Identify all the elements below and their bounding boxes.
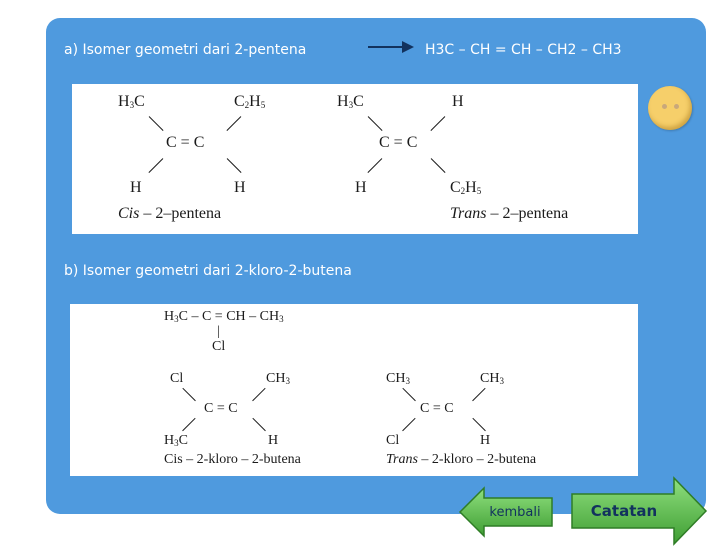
cis-double-bond: C = C [166,134,205,151]
trans-top-right: H [452,93,464,110]
cis-bond [148,116,164,132]
cis-b-top-left: Cl [170,371,184,386]
cis-bottom-right: H [234,179,246,196]
kembali-button[interactable]: kembali [458,486,554,538]
formula-2-pentena: H3C – CH = CH – CH2 – CH3 [425,42,622,58]
cis-bottom-left: H [130,179,142,196]
trans-bond [367,158,383,174]
image-butena-isomers: H3C – C = CH – CH3 | Cl Cl CH3 C = C H3C… [70,304,638,476]
cis-b-bottom-right: H [268,433,279,448]
trans-b-top-left: CH3 [386,371,410,386]
trans-b-bond [472,417,486,432]
cis-b-bond [182,387,196,402]
trans-b-bottom-left: Cl [386,433,400,448]
cis-b-double-bond: C = C [204,401,238,416]
cis-b-top-right: CH3 [266,371,290,386]
trans-double-bond: C = C [379,134,418,151]
trans-bottom-right: C2H5 [450,179,482,196]
trans-b-bond [402,387,416,402]
cis-bond [148,158,164,174]
heading-b: b) Isomer geometri dari 2-kloro-2-butena [64,263,352,279]
trans-bottom-left: H [355,179,367,196]
left-arrow-button-shape [458,486,553,538]
cis-b-bond [182,417,196,432]
right-arrow-button-shape [571,476,708,546]
structural-substituent: Cl [212,339,226,354]
cis-top-left: H3C [118,93,145,110]
trans-name: Trans – 2–pentena [450,205,569,222]
cis-top-right: C2H5 [234,93,266,110]
trans-bond [367,116,383,132]
trans-top-left: H3C [337,93,364,110]
trans-b-bond [402,417,416,432]
trans-bond [430,158,446,174]
smiley-face-icon [648,86,692,130]
trans-b-top-right: CH3 [480,371,504,386]
kembali-label: kembali [489,504,541,520]
cis-b-bond [252,387,266,402]
cis-b-name: Cis – 2-kloro – 2-butena [164,452,301,467]
cis-bond [226,158,242,174]
structural-formula: H3C – C = CH – CH3 [164,309,284,324]
cis-b-bottom-left: H3C [164,433,188,448]
trans-b-bottom-right: H [480,433,491,448]
structural-bar: | [217,324,220,339]
right-arrow-icon [368,41,414,53]
trans-b-name: Trans – 2-kloro – 2-butena [386,452,537,467]
cis-bond [226,116,242,132]
cis-name: Cis – 2–pentena [118,205,222,222]
catatan-button[interactable]: Catatan [570,476,708,546]
trans-b-bond [472,387,486,402]
catatan-label: Catatan [590,502,658,520]
cis-b-bond [252,417,266,432]
trans-b-double-bond: C = C [420,401,454,416]
trans-bond [430,116,446,132]
image-pentena-isomers: H3C C2H5 C = C H H Cis – 2–pentena H3C H… [72,84,638,234]
heading-a: a) Isomer geometri dari 2-pentena [64,42,307,58]
